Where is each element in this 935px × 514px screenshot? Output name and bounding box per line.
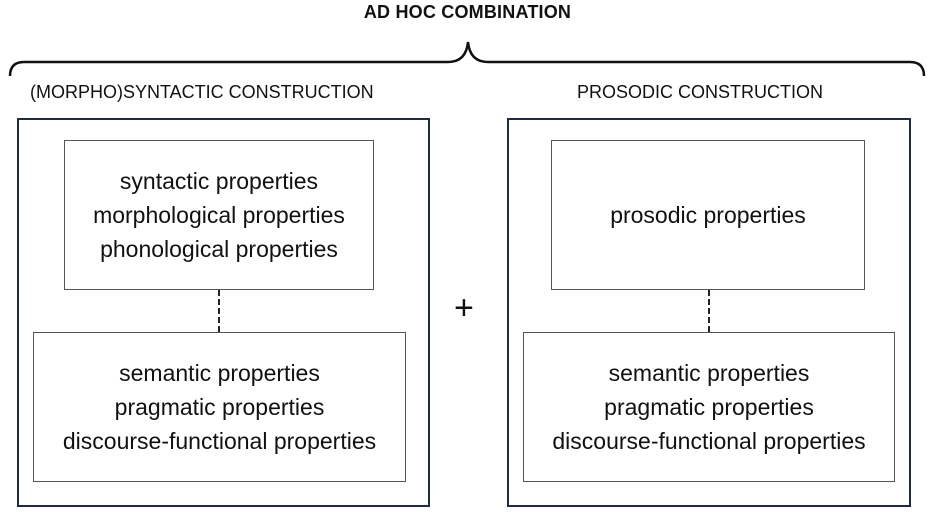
- dashed-connector: [218, 290, 220, 332]
- dashed-connector: [708, 290, 710, 332]
- curly-brace: [8, 41, 926, 77]
- diagram-title: AD HOC COMBINATION: [363, 2, 572, 22]
- form-property: phonological properties: [100, 236, 338, 262]
- meaning-property: pragmatic properties: [114, 394, 325, 420]
- morphosyntactic-construction-label: (MORPHO)SYNTACTIC CONSTRUCTION: [30, 82, 374, 102]
- morphosyntactic-construction-box: syntactic properties morphological prope…: [17, 118, 430, 507]
- meaning-property: semantic properties: [608, 360, 810, 386]
- form-properties-box: syntactic properties morphological prope…: [64, 140, 374, 290]
- plus-operator: +: [454, 289, 474, 327]
- prosodic-construction-box: prosodic properties semantic properties …: [507, 118, 911, 507]
- form-property: syntactic properties: [119, 168, 319, 194]
- meaning-property: semantic properties: [119, 360, 320, 386]
- prosodic-form-properties-box: prosodic properties: [551, 140, 865, 290]
- form-property: morphological properties: [93, 202, 345, 228]
- form-property: prosodic properties: [610, 202, 806, 228]
- prosodic-construction-label: PROSODIC CONSTRUCTION: [577, 82, 824, 102]
- prosodic-meaning-properties-box: semantic properties pragmatic properties…: [523, 332, 895, 482]
- meaning-property: discourse-functional properties: [62, 428, 377, 454]
- meaning-properties-box: semantic properties pragmatic properties…: [33, 332, 406, 482]
- meaning-property: pragmatic properties: [604, 394, 814, 420]
- meaning-property: discourse-functional properties: [552, 428, 866, 454]
